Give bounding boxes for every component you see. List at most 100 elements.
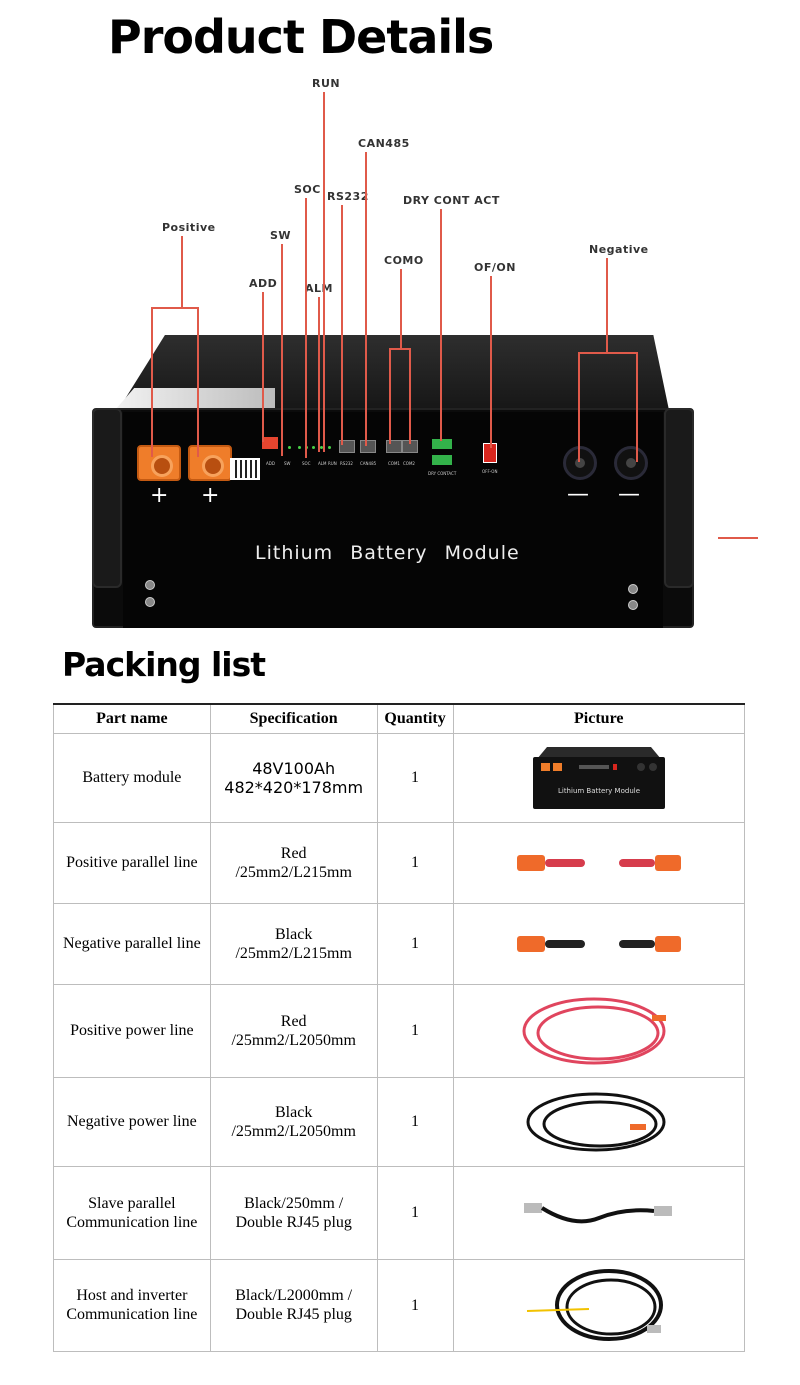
spec-line-1: Black/L2000mm /	[235, 1287, 353, 1304]
callout-bracket-positive	[151, 307, 199, 309]
part-name: Slave parallel Communication line	[53, 1165, 211, 1260]
packing-list-table: Part name Specification Quantity Picture…	[53, 703, 746, 1352]
callout-line-rs232	[341, 205, 343, 445]
callout-line-positive-1	[151, 307, 153, 457]
spec-line-2: Double RJ45 plug	[235, 1306, 352, 1323]
short-rj45-cable-image	[454, 1193, 744, 1233]
dry-contact-terminal-top	[432, 439, 452, 449]
plus-sign-1: +	[150, 483, 169, 508]
quantity: 1	[376, 983, 454, 1078]
spec-line-1: Black	[275, 1103, 313, 1121]
led-alm	[320, 446, 323, 449]
rs232-port	[339, 440, 355, 453]
spec-line-2: 482*420*178mm	[224, 777, 364, 797]
screw-icon	[145, 597, 155, 607]
callout-alm: ALM	[305, 282, 333, 295]
quantity: 1	[376, 1165, 454, 1260]
table-row: Negative parallel line Black /25mm2/L215…	[53, 902, 746, 985]
dry-contact-terminal-bottom	[432, 455, 452, 465]
panel-label-run: RUN	[328, 461, 337, 466]
callout-line-como	[400, 269, 402, 349]
part-name: Negative parallel line	[53, 902, 211, 985]
picture-cell: Lithium Battery Module	[452, 732, 746, 823]
specification: Black /25mm2/L2050mm	[209, 1076, 378, 1167]
negative-terminal-1	[563, 446, 597, 480]
table-row: Battery module 48V100Ah 482*420*178mm 1 …	[53, 732, 746, 823]
long-rj45-cable-image	[454, 1265, 744, 1345]
panel-label-dry-contact: DRY CONTACT	[428, 471, 457, 476]
callout-line-sw	[281, 244, 283, 456]
callout-line-of-on	[490, 276, 492, 448]
callout-line-positive-2	[197, 307, 199, 457]
callout-add: ADD	[249, 277, 278, 290]
quantity: 1	[376, 1258, 454, 1352]
black-short-cable-image	[454, 924, 744, 964]
callout-como: COMO	[384, 254, 424, 267]
picture-cell	[452, 902, 746, 985]
positive-terminal-2	[188, 445, 232, 481]
led-run	[328, 446, 331, 449]
spec-line-1: Red	[280, 1012, 307, 1030]
part-name: Battery module	[53, 732, 211, 823]
battery-front-diagram: RUN CAN485 SOC RS232 DRY CONT ACT Positi…	[0, 70, 800, 640]
rack-ear-left	[92, 408, 122, 588]
led-soc-3	[312, 446, 315, 449]
callout-bracket-como	[389, 348, 411, 350]
panel-label-add: ADD	[266, 461, 275, 466]
table-row: Host and inverter Communication line Bla…	[53, 1258, 746, 1352]
part-name-line-2: Communication line	[66, 1306, 198, 1323]
stray-line	[718, 537, 758, 539]
plus-sign-2: +	[201, 483, 220, 508]
minus-sign-1: —	[567, 482, 589, 507]
part-name-line-1: Host and inverter	[76, 1287, 188, 1304]
quantity: 1	[376, 821, 454, 904]
packing-list-title: Packing list	[62, 645, 266, 684]
callout-soc: SOC	[294, 183, 321, 196]
specification: Black/L2000mm / Double RJ45 plug	[209, 1258, 378, 1352]
spec-line-1: Red	[280, 844, 307, 862]
callout-line-soc	[305, 198, 307, 458]
spec-line-1: Black/250mm /	[244, 1194, 344, 1212]
picture-cell	[452, 1165, 746, 1260]
part-name: Negative power line	[53, 1076, 211, 1167]
mini-module-label: Lithium Battery Module	[558, 787, 640, 795]
quantity: 1	[376, 732, 454, 823]
address-dip-switch	[262, 437, 278, 449]
part-name: Positive power line	[53, 983, 211, 1078]
spec-line-2: /25mm2/L215mm	[235, 863, 352, 881]
panel-label-com1: COM1	[388, 461, 400, 466]
screw-icon	[145, 580, 155, 590]
specification: 48V100Ah 482*420*178mm	[209, 732, 378, 823]
callout-line-negative-1	[578, 352, 580, 462]
callout-rs232: RS232	[327, 190, 369, 203]
callout-line-alm	[318, 297, 320, 452]
callout-line-add	[262, 292, 264, 442]
table-row: Positive parallel line Red /25mm2/L215mm…	[53, 821, 746, 904]
page-title: Product Details	[108, 10, 494, 64]
negative-terminal-2	[614, 446, 648, 480]
specification: Red /25mm2/L2050mm	[209, 983, 378, 1078]
table-row: Positive power line Red /25mm2/L2050mm 1	[53, 983, 746, 1078]
part-name-line-2: Communication line	[66, 1213, 198, 1231]
part-name: Positive parallel line	[53, 821, 211, 904]
red-coiled-cable-image	[454, 991, 744, 1071]
picture-cell	[452, 821, 746, 904]
panel-label-sw: SW	[284, 461, 291, 466]
spec-line-2: /25mm2/L215mm	[235, 944, 352, 962]
callout-positive: Positive	[162, 221, 216, 234]
picture-cell	[452, 1258, 746, 1352]
callout-of-on: OF/ON	[474, 261, 516, 274]
positive-terminal-1	[137, 445, 181, 481]
picture-cell	[452, 983, 746, 1078]
led-sw	[288, 446, 291, 449]
screw-icon	[628, 600, 638, 610]
qr-label	[230, 458, 260, 480]
panel-label-soc: SOC	[302, 461, 311, 466]
spec-line-2: /25mm2/L2050mm	[231, 1122, 356, 1140]
callout-line-negative-2	[636, 352, 638, 462]
callout-line-positive	[181, 236, 183, 308]
quantity: 1	[376, 1076, 454, 1167]
spec-line-2: Double RJ45 plug	[235, 1213, 352, 1231]
part-name-line-1: Slave parallel	[88, 1194, 176, 1212]
minus-sign-2: —	[618, 482, 640, 507]
